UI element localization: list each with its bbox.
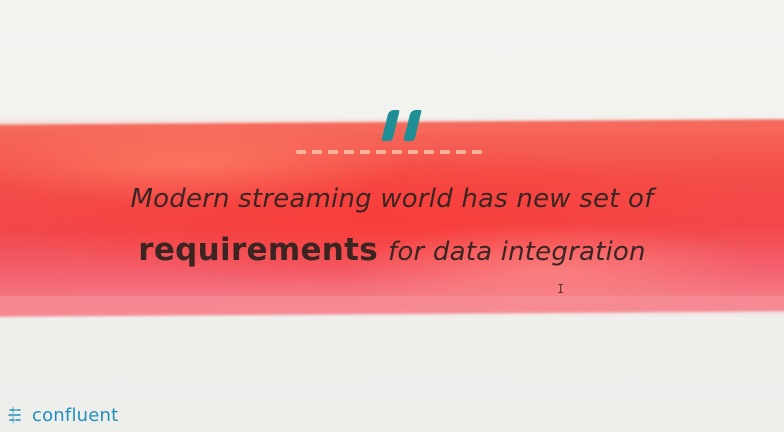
band-bottom-wash <box>0 296 784 318</box>
quote-underline-dashes <box>296 150 486 154</box>
quote-emphasis: requirements <box>138 232 379 268</box>
quote-line-2: requirements for data integration <box>0 232 784 268</box>
watercolor-band <box>0 119 784 317</box>
text-cursor-icon: I <box>557 282 565 296</box>
confluent-logo: confluent <box>8 402 118 428</box>
confluent-logo-icon <box>8 406 21 424</box>
quote-mark-icon <box>381 110 422 141</box>
quote-line-1: Modern streaming world has new set of <box>130 184 654 214</box>
confluent-logo-text: confluent <box>32 404 119 426</box>
quote-line-2-rest: for data integration <box>388 237 646 267</box>
